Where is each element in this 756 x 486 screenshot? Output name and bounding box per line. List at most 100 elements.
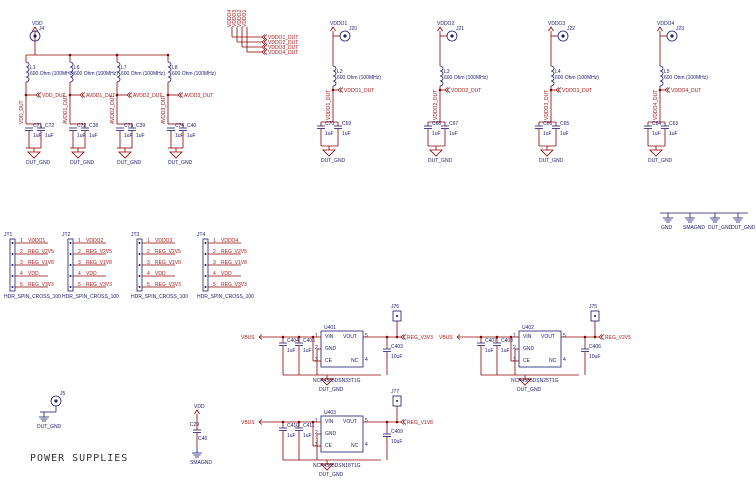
cap-ref: C410 — [287, 423, 299, 429]
vertical-net-label: VDDO1 — [242, 10, 248, 27]
vertical-net-label: VDDO2_DUT — [433, 90, 439, 120]
header-pin-net: REG_V1V8 — [221, 260, 247, 266]
inductor-value: 600 Ohm (100MHz) — [172, 71, 216, 77]
header-pin-net: VDDO3 — [155, 238, 172, 244]
vertical-net-label: VDDO1_DUT — [326, 90, 332, 120]
regulator-pin-number: 2 — [315, 345, 318, 351]
cap-value: 1uF — [669, 131, 678, 137]
inductor-ref: L8 — [172, 65, 178, 71]
cap-ref: C68 — [432, 121, 441, 127]
cap-value: 10uF — [391, 354, 402, 360]
header-pin — [69, 242, 72, 244]
regulator-pin-number: 1 — [315, 333, 318, 339]
inductor-value: 600 Ohm (100MHz) — [555, 75, 599, 81]
header-pin — [69, 275, 72, 277]
header-pin-net: REG_V3V3 — [28, 282, 54, 288]
regulator-pin-number: 3 — [315, 357, 318, 363]
cap-ref: C46 — [198, 436, 207, 442]
power-net-label: VDD — [194, 404, 205, 410]
header-pin-net: VDDO2 — [86, 238, 103, 244]
junction-dot — [395, 335, 399, 339]
cap-ref: C74 — [175, 123, 184, 129]
power-flag — [194, 409, 200, 415]
regulator-pin-nc: NC — [549, 358, 557, 364]
inductor-symbol — [25, 61, 30, 83]
net-arrow — [337, 87, 344, 93]
regulator-input-net: VBUS — [241, 335, 255, 341]
cap-value: 1uF — [652, 131, 661, 137]
ground-label: DUT_GND — [708, 225, 733, 231]
cap-value: 1uF — [303, 348, 312, 354]
net-arrow — [261, 34, 268, 40]
net-label: AVDD1_DUT — [86, 93, 115, 99]
vertical-net-label: VDDO2 — [237, 10, 243, 27]
header-pin-number: 3 — [20, 260, 23, 266]
cap-ref: C29 — [190, 422, 199, 428]
net-arrow — [35, 92, 42, 98]
header-pin — [204, 242, 207, 244]
vertical-net-label: VDDO4_DUT — [653, 90, 659, 120]
junction-dot — [593, 335, 597, 339]
regulator-pin-ce: CE — [523, 358, 531, 364]
regulator-pin-ce: CE — [325, 358, 333, 364]
header-pin-net: REG_V3V3 — [86, 282, 112, 288]
net-label: AVDD3_DUT — [184, 93, 213, 99]
header-pin — [204, 275, 207, 277]
vertical-net-label: AVDD3_DUT — [161, 95, 167, 124]
header-pin-net: VDD — [155, 271, 166, 277]
header-pin-number: 2 — [78, 249, 81, 255]
cap-value: 10uF — [589, 354, 600, 360]
power-net-label: VDDO1 — [330, 21, 347, 27]
jumper-ref: J77 — [391, 389, 399, 395]
header-pin-number: 2 — [147, 249, 150, 255]
regulator-part: NCP4585DSN25T1G — [511, 378, 559, 384]
header-pin — [11, 264, 14, 266]
jumper-ref: J75 — [589, 304, 597, 310]
header-pin-net: REG_V2V5 — [86, 249, 112, 255]
net-arrow — [261, 49, 268, 55]
cap-value: 1uF — [485, 348, 494, 354]
jack-ref: J4 — [39, 26, 45, 32]
ground-label: DUT_GND — [319, 387, 344, 393]
ground-label: DUT_GND — [648, 158, 673, 164]
inductor-symbol — [69, 61, 74, 83]
power-net-label: VDDO3 — [548, 21, 565, 27]
header-pin-net: REG_V1V8 — [155, 260, 181, 266]
jumper-pin — [396, 315, 398, 317]
inductor-value: 600 Ohm (100MHz) — [337, 75, 381, 81]
regulator-part: NCP4585DSN18T1G — [313, 463, 361, 469]
inductor-value: 600 Ohm (100MHz) — [30, 71, 74, 77]
power-net-label: VDDO4 — [657, 21, 674, 27]
inductor-ref: L1 — [30, 65, 36, 71]
header-pin — [138, 242, 141, 244]
header-pin-number: 5 — [213, 282, 216, 288]
header-pin-net: VDD — [86, 271, 97, 277]
header-pin-net: VDD — [221, 271, 232, 277]
net-arrow — [177, 92, 184, 98]
cap-ref: C406 — [589, 344, 601, 350]
ground-symbol — [320, 378, 334, 386]
vertical-net-label: VDDO3_DUT — [544, 90, 550, 120]
cap-value: 1uF — [124, 133, 133, 139]
regulator-pin-gnd: GND — [523, 346, 535, 352]
regulator-pin-number: 5 — [563, 333, 566, 339]
net-arrow — [400, 419, 407, 425]
header-pin — [69, 253, 72, 255]
junction-dot — [311, 420, 315, 424]
net-label: REG_V2V5 — [605, 335, 631, 341]
header-pin-number: 5 — [78, 282, 81, 288]
header-pin-net: VDD — [28, 271, 39, 277]
net-arrow — [261, 44, 268, 50]
regulator-ref: U403 — [324, 410, 336, 416]
header-pin — [138, 253, 141, 255]
net-label: VDD_DUT — [42, 93, 66, 99]
jumper-ref: J76 — [391, 304, 399, 310]
regulator-ref: U402 — [522, 325, 534, 331]
ground-symbol — [320, 463, 334, 471]
ground-symbol — [71, 151, 85, 159]
regulator-pin-number: 1 — [513, 333, 516, 339]
net-arrow — [79, 92, 86, 98]
header-pin — [204, 253, 207, 255]
net-label: VDDO3_DUT — [562, 88, 592, 94]
